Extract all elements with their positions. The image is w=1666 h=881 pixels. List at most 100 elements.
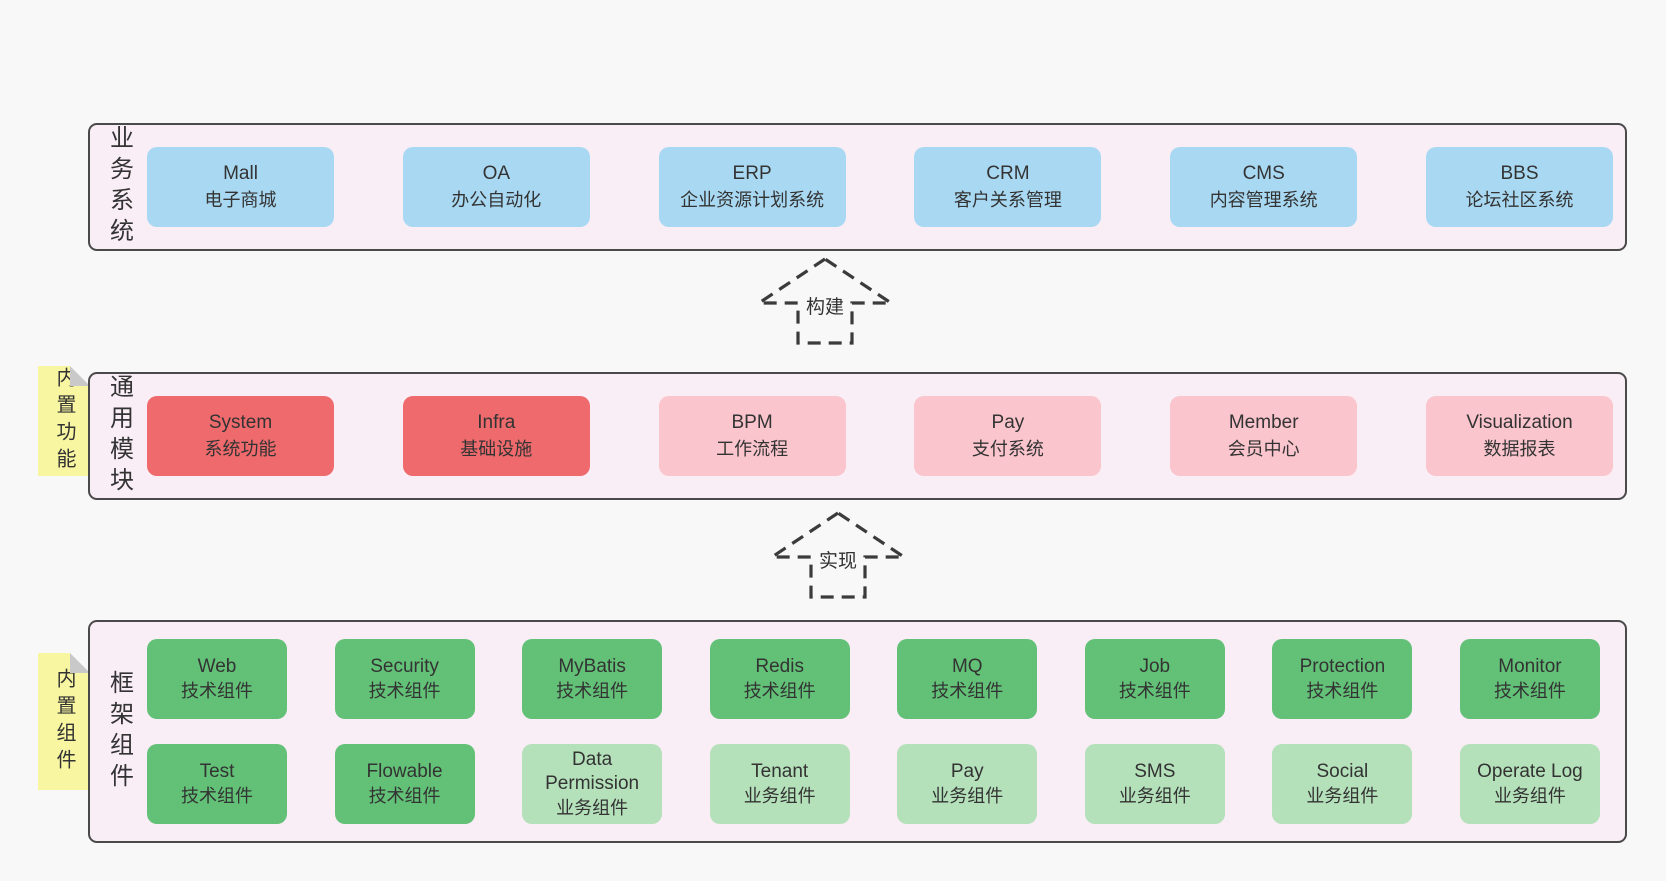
box-title: Pay xyxy=(950,761,984,782)
box-subtitle: 业务组件 xyxy=(1493,786,1566,806)
box-mybatis: MyBatis 技术组件 xyxy=(522,639,663,719)
box-protection: Protection 技术组件 xyxy=(1272,639,1413,719)
box-subtitle: 业务组件 xyxy=(1306,786,1379,806)
up-arrow-icon xyxy=(768,511,908,599)
box-oa: OA 办公自动化 xyxy=(402,147,590,227)
box-test: Test 技术组件 xyxy=(147,744,287,824)
section-label-text: 业务系统 xyxy=(105,125,133,249)
box-title: MQ xyxy=(951,656,983,677)
box-pay: Pay 支付系统 xyxy=(914,396,1102,476)
business-systems-panel: 业务系统 Mall 电子商城 OA 办公自动化 ERP 企业资源计划系统 CRM… xyxy=(88,123,1627,251)
section-label-text: 通用模块 xyxy=(105,374,133,498)
box-subtitle: 技术组件 xyxy=(368,786,441,806)
box-title: Mall xyxy=(223,163,258,184)
box-subtitle: 电子商城 xyxy=(204,190,277,210)
build-arrow-label: 构建 xyxy=(801,292,849,319)
box-subtitle: 工作流程 xyxy=(716,439,789,459)
box-cms: CMS 内容管理系统 xyxy=(1170,147,1358,227)
box-subtitle: 业务组件 xyxy=(1118,786,1191,806)
box-flowable: Flowable 技术组件 xyxy=(334,744,475,824)
box-title: Social xyxy=(1316,761,1369,782)
box-title: MyBatis xyxy=(558,656,626,677)
box-subtitle: 办公自动化 xyxy=(451,190,542,210)
box-job: Job 技术组件 xyxy=(1084,639,1225,719)
box-subtitle: 基础设施 xyxy=(460,439,533,459)
box-subtitle: 技术组件 xyxy=(1493,681,1566,701)
builtin-components-note: 内置组件 xyxy=(38,653,90,790)
box-bpm: BPM 工作流程 xyxy=(658,396,846,476)
section-label-text: 框架组件 xyxy=(105,669,133,794)
box-subtitle: 客户关系管理 xyxy=(953,190,1062,210)
box-title: Job xyxy=(1139,656,1171,677)
common-modules-section-label: 通用模块 xyxy=(90,374,147,498)
framework-components-section-label: 框架组件 xyxy=(90,622,147,841)
box-title: Member xyxy=(1228,412,1299,433)
box-bbs: BBS 论坛社区系统 xyxy=(1425,147,1613,227)
box-title: Security xyxy=(370,656,439,677)
box-title: Visualization xyxy=(1466,412,1573,433)
box-redis: Redis 技术组件 xyxy=(709,639,850,719)
box-subtitle: 系统功能 xyxy=(204,439,277,459)
box-sms: SMS 业务组件 xyxy=(1084,744,1225,824)
box-subtitle: 技术组件 xyxy=(556,681,629,701)
box-title: System xyxy=(208,412,273,433)
box-member: Member 会员中心 xyxy=(1170,396,1358,476)
note-label-text: 内置组件 xyxy=(53,667,75,776)
box-title: BPM xyxy=(731,412,773,433)
framework-row-1: Web 技术组件 Security 技术组件 MyBatis 技术组件 Redi… xyxy=(147,639,1600,719)
box-subtitle: 内容管理系统 xyxy=(1209,190,1318,210)
box-subtitle: 企业资源计划系统 xyxy=(680,190,825,210)
implement-arrow-label: 实现 xyxy=(814,546,862,573)
box-subtitle: 支付系统 xyxy=(971,439,1044,459)
box-title: Tenant xyxy=(751,761,809,782)
box-subtitle: 技术组件 xyxy=(181,681,253,701)
box-tenant: Tenant 业务组件 xyxy=(709,744,850,824)
framework-components-panel: 框架组件 Web 技术组件 Security 技术组件 MyBatis 技术组件… xyxy=(88,620,1627,843)
framework-row-2: Test 技术组件 Flowable 技术组件 Data Permission … xyxy=(147,744,1600,824)
box-subtitle: 技术组件 xyxy=(743,681,816,701)
box-mq: MQ 技术组件 xyxy=(897,639,1038,719)
box-erp: ERP 企业资源计划系统 xyxy=(658,147,846,227)
box-subtitle: 数据报表 xyxy=(1483,439,1556,459)
box-visualization: Visualization 数据报表 xyxy=(1425,396,1613,476)
box-infra: Infra 基础设施 xyxy=(402,396,590,476)
box-subtitle: 技术组件 xyxy=(181,786,253,806)
box-crm: CRM 客户关系管理 xyxy=(914,147,1102,227)
box-title: Redis xyxy=(755,656,804,677)
box-title: CRM xyxy=(986,163,1030,184)
box-operate-log: Operate Log 业务组件 xyxy=(1459,744,1600,824)
box-title: ERP xyxy=(732,163,772,184)
box-title: Protection xyxy=(1299,656,1386,677)
box-subtitle: 技术组件 xyxy=(931,681,1004,701)
box-subtitle: 技术组件 xyxy=(1306,681,1379,701)
framework-components-grid: Web 技术组件 Security 技术组件 MyBatis 技术组件 Redi… xyxy=(147,622,1625,841)
box-subtitle: 论坛社区系统 xyxy=(1465,190,1574,210)
box-pay-component: Pay 业务组件 xyxy=(897,744,1038,824)
box-title: BBS xyxy=(1500,163,1539,184)
business-systems-row: Mall 电子商城 OA 办公自动化 ERP 企业资源计划系统 CRM 客户关系… xyxy=(147,125,1625,249)
box-title: Web xyxy=(197,656,237,677)
box-title: Flowable xyxy=(366,761,443,782)
box-monitor: Monitor 技术组件 xyxy=(1459,639,1600,719)
common-modules-panel: 通用模块 System 系统功能 Infra 基础设施 BPM 工作流程 Pay… xyxy=(88,372,1627,500)
note-label-text: 内置功能 xyxy=(53,367,75,475)
box-title: OA xyxy=(482,163,511,184)
box-title: Monitor xyxy=(1498,656,1562,677)
box-subtitle: 业务组件 xyxy=(556,798,629,818)
box-subtitle: 技术组件 xyxy=(368,681,441,701)
implement-arrow: 实现 xyxy=(768,510,908,600)
box-system: System 系统功能 xyxy=(147,396,334,476)
builtin-features-note: 内置功能 xyxy=(38,366,90,476)
box-subtitle: 会员中心 xyxy=(1227,439,1300,459)
box-web: Web 技术组件 xyxy=(147,639,287,719)
common-modules-row: System 系统功能 Infra 基础设施 BPM 工作流程 Pay 支付系统… xyxy=(147,374,1625,498)
box-title: SMS xyxy=(1134,761,1176,782)
box-title: CMS xyxy=(1242,163,1285,184)
box-title: Data Permission xyxy=(545,749,640,794)
business-systems-section-label: 业务系统 xyxy=(90,125,147,249)
box-title: Infra xyxy=(477,412,516,433)
box-social: Social 业务组件 xyxy=(1272,744,1413,824)
box-subtitle: 业务组件 xyxy=(931,786,1004,806)
box-mall: Mall 电子商城 xyxy=(147,147,334,227)
